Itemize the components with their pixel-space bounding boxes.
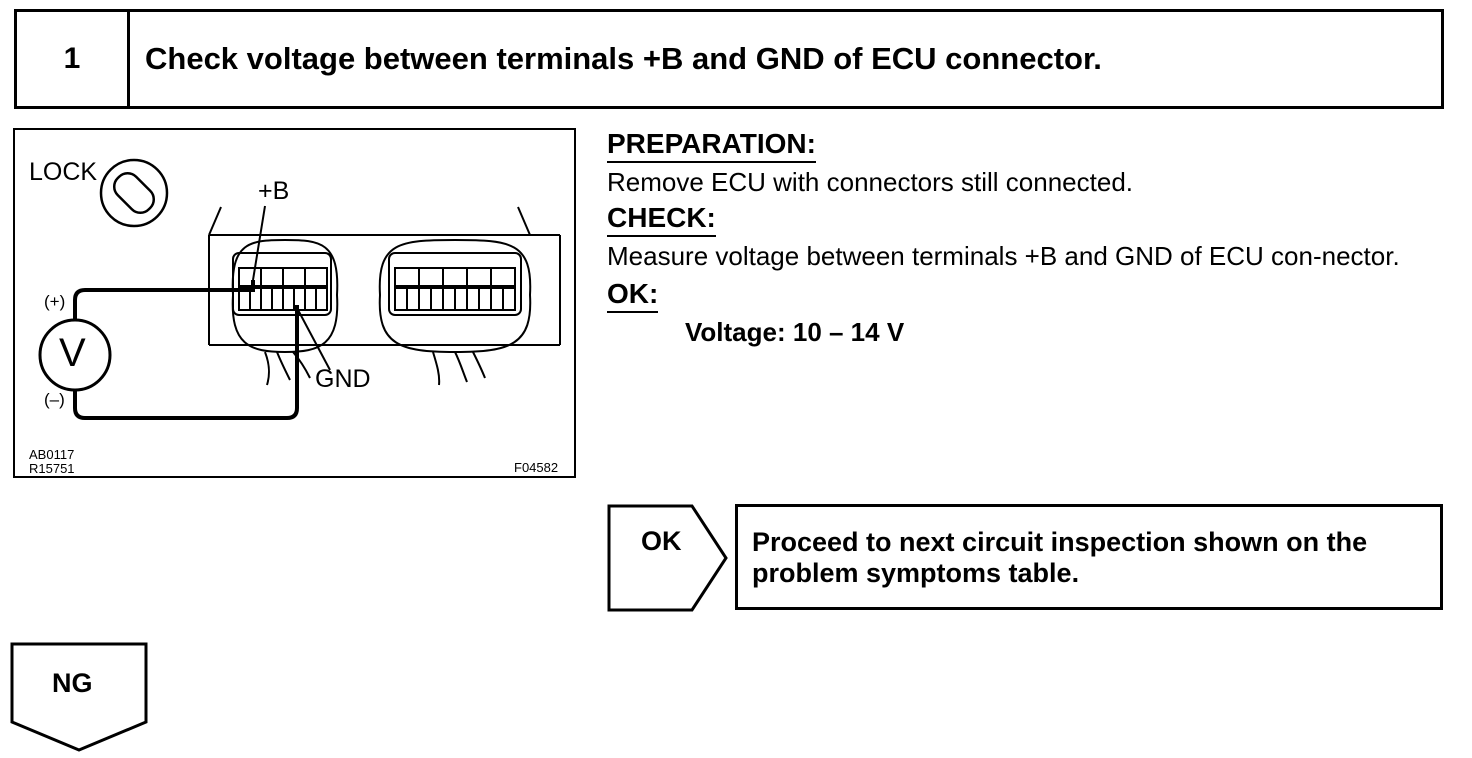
test-leads [73, 280, 299, 420]
diagram-drawing [38, 158, 561, 420]
ecu-connector-right [378, 238, 532, 386]
check-heading: CHECK: [607, 202, 716, 237]
ok-result-text: Proceed to next circuit inspection shown… [735, 504, 1443, 610]
ng-result-label: NG [52, 668, 93, 698]
step-number: 1 [17, 12, 130, 106]
preparation-text: Remove ECU with connectors still connect… [607, 167, 1134, 197]
instructions: PREPARATION: Remove ECU with connectors … [607, 128, 1447, 351]
gnd-label: GND [315, 365, 371, 393]
plus-terminal-label: (+) [44, 292, 66, 311]
ok-heading: OK: [607, 278, 659, 313]
step-header: 1 Check voltage between terminals +B and… [14, 9, 1444, 109]
figure-code-ab: AB0117 [29, 447, 75, 462]
step-title: Check voltage between terminals +B and G… [145, 41, 1102, 76]
plus-b-label: +B [258, 177, 290, 205]
preparation-heading: PREPARATION: [607, 128, 816, 163]
ecu-diagram: LOCK +B GND (+) (–) V AB0117 R15751 F045… [13, 128, 576, 478]
ok-spec: Voltage: 10 – 14 V [685, 317, 905, 347]
check-text: Measure voltage between terminals +B and… [607, 241, 1400, 271]
ok-arrow-shape [607, 504, 728, 612]
lock-label: LOCK [29, 158, 98, 186]
minus-terminal-label: (–) [44, 390, 65, 409]
pointer-lines [252, 205, 331, 371]
ignition-key-icon [99, 158, 169, 228]
figure-code-r: R15751 [29, 461, 75, 476]
figure-code-f: F04582 [514, 460, 559, 475]
ng-arrow-shape [10, 642, 148, 752]
voltmeter-label: V [59, 331, 86, 375]
ok-result-label: OK [641, 526, 682, 556]
ecu-body [208, 206, 561, 346]
ecu-connector-left [231, 238, 339, 386]
